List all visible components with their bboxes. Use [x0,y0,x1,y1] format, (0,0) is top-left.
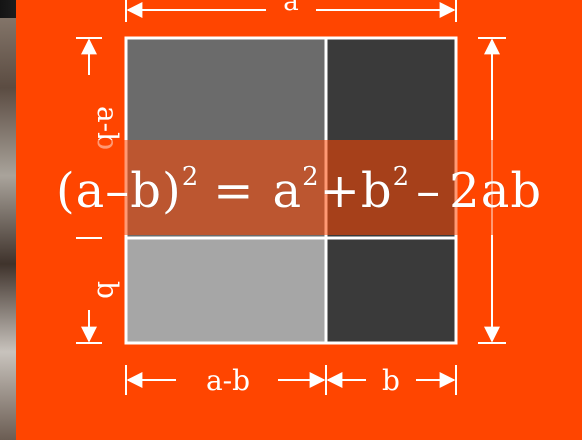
formula-minus: – [416,162,442,219]
formula-a: a [272,162,303,219]
formula-tail: 2ab [449,162,543,219]
formula-equals: = [213,162,255,219]
formula-lhs: (a–b) [55,162,182,219]
formula-band [16,140,582,235]
label-bottom-b: b [382,364,400,397]
label-left-b: b [91,281,124,299]
webcam-edge [0,0,16,440]
formula-plus: + [319,162,361,219]
formula-b: b [360,162,393,219]
formula-lhs-exponent: 2 [181,161,200,192]
label-bottom-a-minus-b: a-b [206,364,250,397]
formula-a-exponent: 2 [302,161,320,192]
tile-bottom-left [126,238,326,343]
label-top-a: a [283,0,299,17]
formula-b-exponent: 2 [392,161,411,192]
tile-b-squared [326,238,456,343]
